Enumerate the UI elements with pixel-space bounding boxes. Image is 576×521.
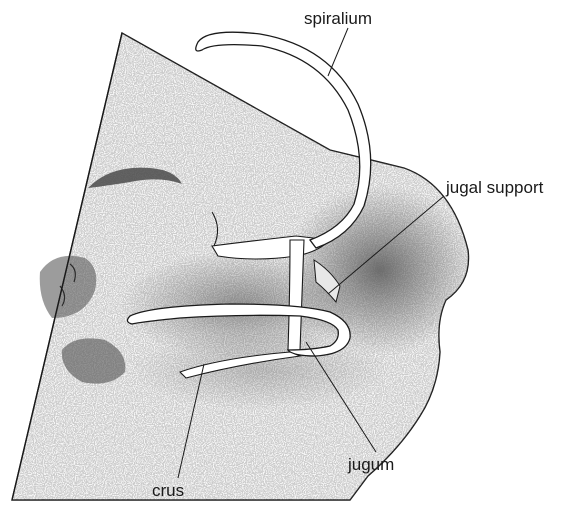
label-jugal-support: jugal support: [445, 178, 544, 197]
label-spiralium: spiralium: [304, 9, 372, 28]
label-jugum: jugum: [347, 455, 394, 474]
leader-spiralium: [328, 28, 348, 76]
label-crus: crus: [152, 481, 184, 500]
